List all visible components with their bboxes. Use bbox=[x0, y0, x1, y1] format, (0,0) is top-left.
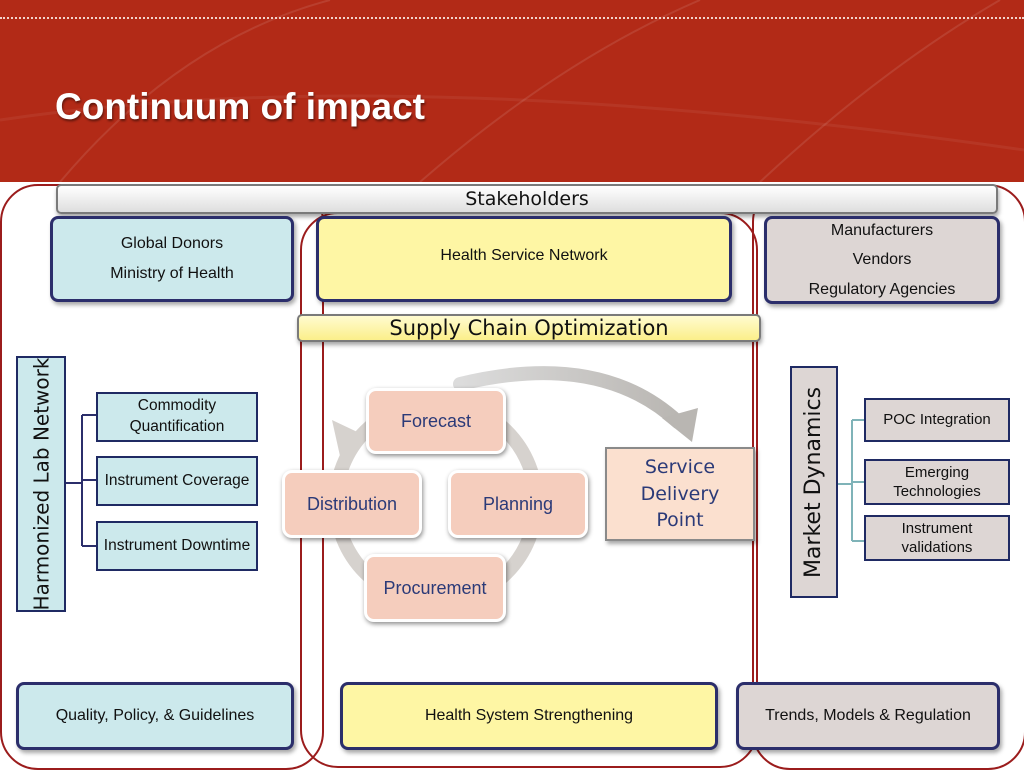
instrument-coverage-box: Instrument Coverage bbox=[96, 456, 258, 506]
stakeholders-bar: Stakeholders bbox=[56, 184, 998, 214]
donors-box: Global Donors Ministry of Health bbox=[50, 216, 294, 302]
stakeholders-label: Stakeholders bbox=[465, 188, 589, 210]
emerging-technologies-box: Emerging Technologies bbox=[864, 459, 1010, 505]
header-banner: Continuum of impact bbox=[0, 0, 1024, 182]
poc-integration-box: POC Integration bbox=[864, 398, 1010, 442]
cycle-step-procurement: Procurement bbox=[364, 554, 506, 622]
harmonized-lab-network-label: Harmonized Lab Network bbox=[16, 356, 66, 612]
market-dynamics-label: Market Dynamics bbox=[790, 366, 838, 598]
suppliers-box: Manufacturers Vendors Regulatory Agencie… bbox=[764, 216, 1000, 304]
dotted-line bbox=[0, 17, 1024, 19]
donors-line-2: Ministry of Health bbox=[110, 265, 234, 282]
suppliers-line-2: Vendors bbox=[852, 251, 912, 269]
instrument-downtime-box: Instrument Downtime bbox=[96, 521, 258, 571]
quality-policy-box: Quality, Policy, & Guidelines bbox=[16, 682, 294, 750]
instrument-validations-box: Instrument validations bbox=[864, 515, 1010, 561]
header-decoration bbox=[0, 0, 1024, 182]
slide-title: Continuum of impact bbox=[55, 86, 425, 127]
right-connector-lines bbox=[838, 419, 866, 542]
cycle-step-distribution: Distribution bbox=[282, 470, 422, 538]
suppliers-line-1: Manufacturers bbox=[830, 221, 934, 239]
health-service-network-box: Health Service Network bbox=[316, 216, 732, 302]
health-system-strengthening-box: Health System Strengthening bbox=[340, 682, 718, 750]
trends-models-box: Trends, Models & Regulation bbox=[736, 682, 1000, 750]
service-delivery-point-box: Service Delivery Point bbox=[605, 447, 755, 541]
cycle-step-forecast: Forecast bbox=[366, 388, 506, 454]
suppliers-line-3: Regulatory Agencies bbox=[808, 280, 956, 298]
left-connector-lines bbox=[66, 414, 98, 547]
supply-chain-label: Supply Chain Optimization bbox=[389, 316, 669, 340]
health-service-network-label: Health Service Network bbox=[440, 247, 608, 264]
supply-chain-bar: Supply Chain Optimization bbox=[297, 314, 761, 342]
donors-line-1: Global Donors bbox=[120, 235, 224, 253]
commodity-quantification-box: Commodity Quantification bbox=[96, 392, 258, 442]
cycle-step-planning: Planning bbox=[448, 470, 588, 538]
